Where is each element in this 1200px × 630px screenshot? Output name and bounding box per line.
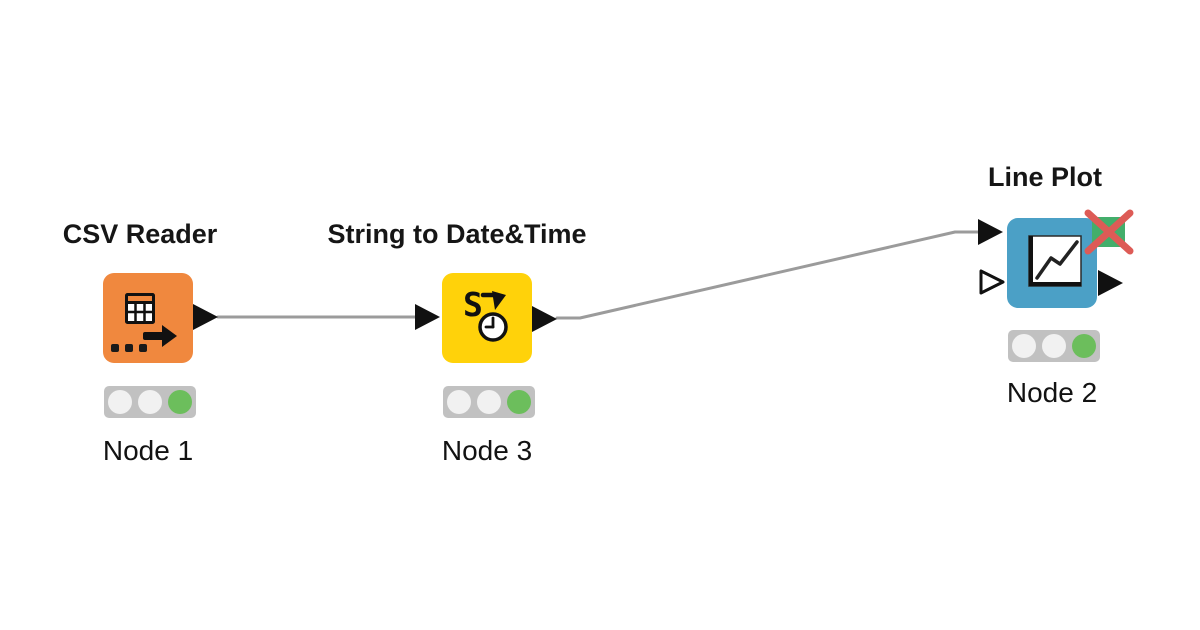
node-label-node-1: Node 1	[102, 435, 194, 466]
node-line-plot[interactable]	[1007, 218, 1097, 308]
status-light-green	[168, 390, 192, 414]
status-light-green	[1072, 334, 1096, 358]
node-label-node-2: Node 2	[1006, 377, 1098, 408]
node-title-csv-reader: CSV Reader	[62, 219, 218, 249]
node-title-string-to-datetime: String to Date&Time	[327, 219, 587, 249]
status-light-off	[138, 390, 162, 414]
output-port-line-plot[interactable]	[1098, 270, 1123, 296]
status-light-off	[477, 390, 501, 414]
status-light-off	[1012, 334, 1036, 358]
status-light-green	[507, 390, 531, 414]
status-traffic-light-node-1	[104, 386, 196, 418]
node-csv-reader[interactable]	[103, 273, 193, 363]
node-title-line-plot: Line Plot	[988, 162, 1102, 192]
output-port-csv-reader[interactable]	[193, 304, 218, 330]
svg-text:S: S	[463, 285, 483, 324]
status-light-off	[108, 390, 132, 414]
status-traffic-light-node-2	[1008, 330, 1100, 362]
connection-stringtodatetime-to-lineplot[interactable]	[555, 230, 985, 320]
status-light-off	[1042, 334, 1066, 358]
input-port-line-plot-top[interactable]	[978, 219, 1003, 245]
status-light-off	[447, 390, 471, 414]
status-traffic-light-node-3	[443, 386, 535, 418]
line-chart-icon	[1028, 235, 1082, 287]
output-port-string-to-datetime[interactable]	[532, 306, 557, 332]
node-string-to-datetime[interactable]: S	[442, 273, 532, 363]
input-port-string-to-datetime[interactable]	[415, 304, 440, 330]
input-port-line-plot-bottom-optional[interactable]	[979, 269, 1005, 295]
node-label-node-3: Node 3	[441, 435, 533, 466]
table-reader-icon	[111, 293, 177, 352]
string-to-datetime-icon: S	[463, 285, 508, 342]
